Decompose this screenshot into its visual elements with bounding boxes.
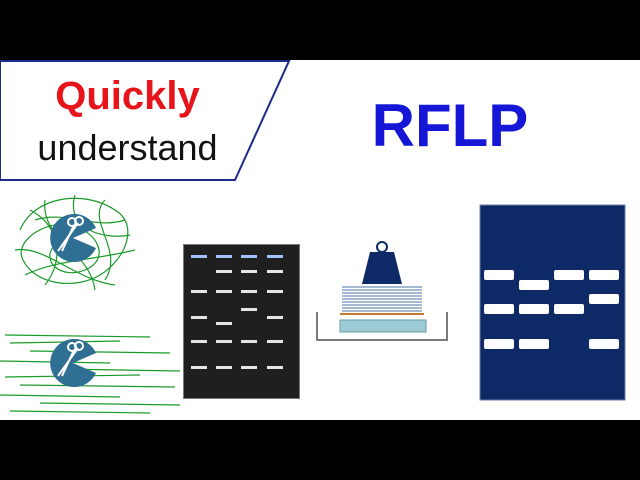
page-title: RFLP [371, 92, 529, 159]
tagline-line-2: understand [37, 127, 218, 168]
southern-blot-transfer-stack-icon [316, 241, 448, 341]
agarose-gel-electrophoresis-icon [183, 244, 300, 399]
restriction-enzyme-scissors-icon-2 [50, 339, 96, 387]
tagline-banner [0, 60, 300, 182]
tagline-line-1: Quickly [55, 74, 200, 118]
restriction-enzyme-scissors-icon [50, 214, 96, 262]
hybridized-membrane-bands-icon [479, 204, 626, 401]
